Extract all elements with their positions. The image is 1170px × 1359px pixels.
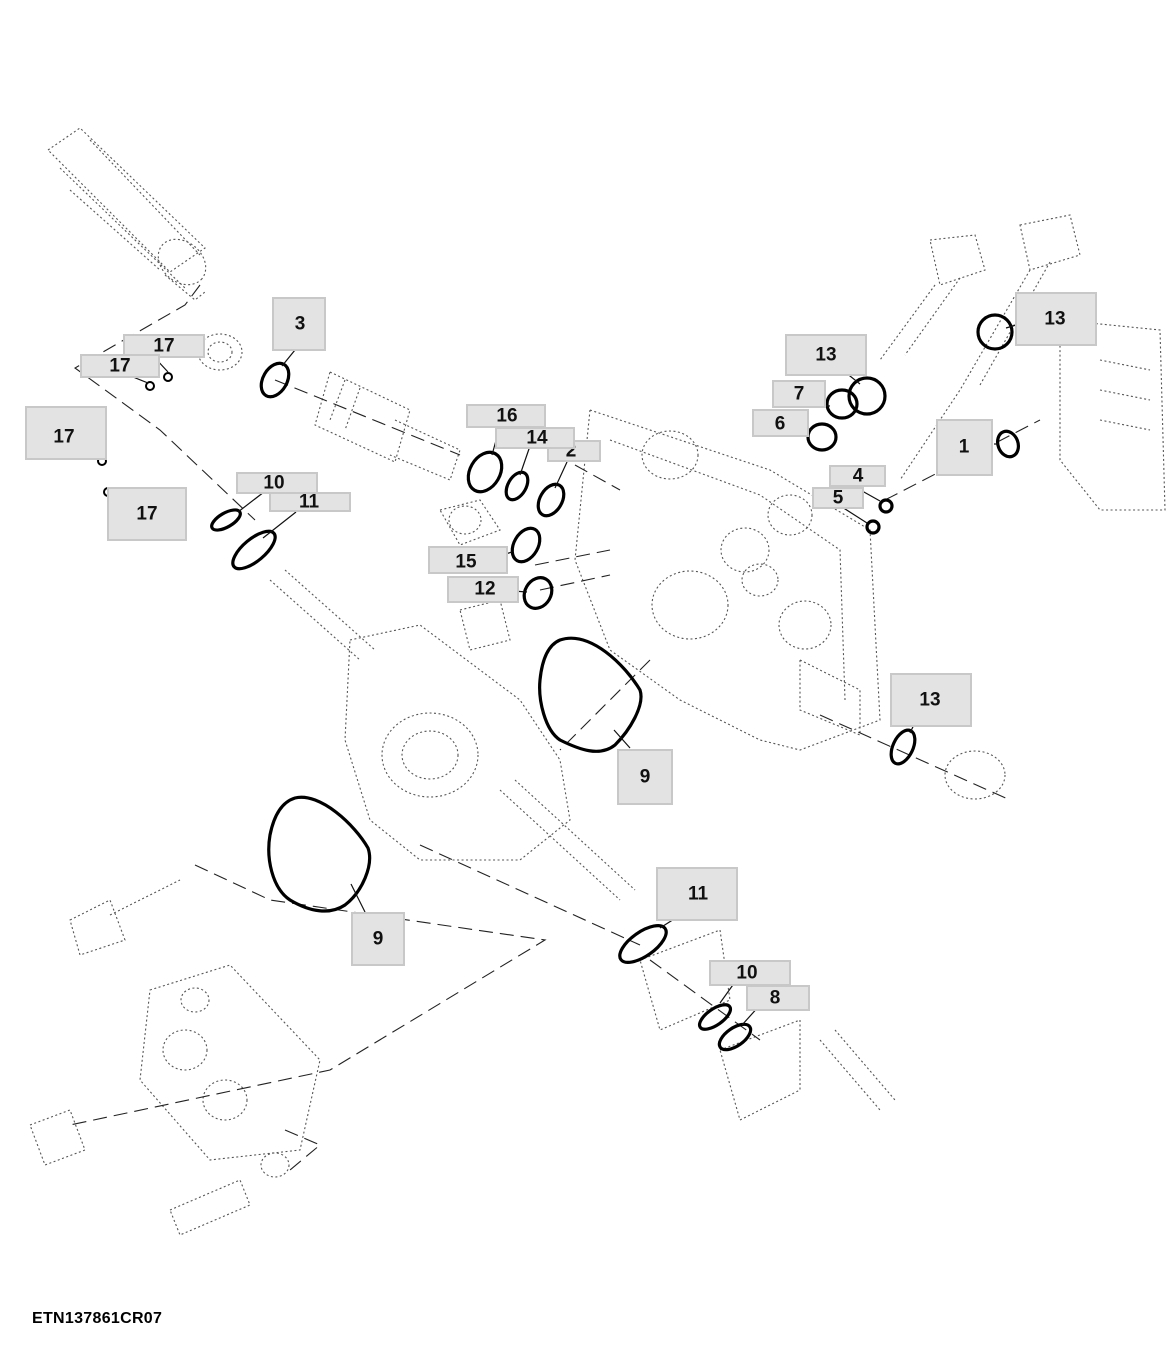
o-ring-8 — [717, 1022, 753, 1052]
callout-10-upper[interactable]: 10 — [236, 472, 318, 494]
callout-13-upper-right[interactable]: 13 — [1015, 292, 1097, 346]
ghost-hardware — [29, 127, 1166, 1236]
svg-text:14: 14 — [526, 428, 548, 449]
gasket-9-lower — [267, 795, 372, 913]
svg-text:9: 9 — [373, 929, 384, 950]
callout-17-second[interactable]: 17 — [80, 354, 160, 378]
o-ring-11-lower — [618, 924, 668, 964]
svg-text:15: 15 — [455, 552, 477, 573]
o-ring-1 — [996, 429, 1020, 459]
o-ring-13-lower — [889, 728, 917, 766]
svg-text:10: 10 — [736, 963, 757, 984]
seals — [97, 313, 1020, 1052]
callout-17-top[interactable]: 17 — [123, 334, 205, 358]
o-ring-17-small-b — [163, 372, 173, 382]
callout-5[interactable]: 5 — [812, 487, 864, 509]
callout-1[interactable]: 1 — [936, 419, 993, 476]
callouts: 1 2 3 4 5 6 7 8 — [25, 292, 1097, 1011]
o-ring-6 — [806, 422, 838, 452]
svg-text:5: 5 — [833, 488, 844, 509]
o-ring-13-upper-left — [847, 376, 887, 416]
assembly-centerlines — [69, 284, 1041, 1171]
o-ring-16 — [466, 450, 504, 494]
callout-12[interactable]: 12 — [447, 576, 519, 603]
callout-3[interactable]: 3 — [272, 297, 326, 351]
svg-text:17: 17 — [136, 504, 157, 525]
upper-right-fittings-outline — [879, 214, 1166, 511]
svg-text:8: 8 — [770, 988, 781, 1009]
svg-text:11: 11 — [299, 492, 320, 513]
callout-13-upper-left[interactable]: 13 — [785, 334, 867, 376]
svg-text:13: 13 — [1044, 309, 1065, 330]
callout-15[interactable]: 15 — [428, 546, 508, 574]
callout-16[interactable]: 16 — [466, 404, 546, 428]
svg-text:6: 6 — [775, 414, 786, 435]
o-ring-2 — [536, 482, 566, 518]
svg-text:1: 1 — [959, 437, 970, 458]
o-ring-17-small-a — [145, 381, 155, 391]
callout-11-lower[interactable]: 11 — [656, 867, 738, 921]
callout-9-lower[interactable]: 9 — [351, 912, 405, 966]
svg-text:4: 4 — [853, 466, 864, 487]
callout-10-lower[interactable]: 10 — [709, 960, 791, 986]
callout-8[interactable]: 8 — [746, 985, 810, 1011]
callout-11-upper[interactable]: 11 — [269, 492, 351, 513]
gasket-9-upper — [538, 636, 643, 753]
o-ring-15 — [510, 526, 542, 564]
o-ring-10-upper — [210, 508, 242, 532]
callout-9-upper[interactable]: 9 — [617, 749, 673, 805]
callout-7[interactable]: 7 — [772, 380, 826, 408]
svg-text:17: 17 — [53, 427, 74, 448]
svg-text:9: 9 — [640, 767, 651, 788]
o-ring-5 — [865, 519, 881, 535]
o-ring-10-lower — [697, 1003, 733, 1031]
o-ring-13-upper-right — [976, 313, 1014, 351]
lower-right-plate-outline — [639, 750, 1006, 1121]
o-ring-7 — [825, 388, 859, 420]
svg-text:13: 13 — [919, 690, 940, 711]
o-ring-11-upper — [231, 529, 277, 571]
callout-4[interactable]: 4 — [829, 465, 886, 487]
spool-body-outline — [197, 333, 461, 481]
o-ring-12 — [522, 576, 554, 610]
svg-text:13: 13 — [815, 345, 836, 366]
solenoid-cartridge-outline — [47, 127, 207, 301]
o-ring-14 — [504, 470, 530, 502]
pump-housing-outline — [269, 569, 636, 901]
callout-6[interactable]: 6 — [752, 409, 809, 437]
callout-13-lower[interactable]: 13 — [890, 673, 972, 727]
figure-code: ETN137861CR07 — [32, 1310, 163, 1327]
o-ring-4 — [878, 498, 894, 514]
svg-text:12: 12 — [474, 579, 495, 600]
svg-text:11: 11 — [688, 884, 709, 905]
callout-14[interactable]: 14 — [495, 427, 575, 449]
svg-text:3: 3 — [295, 314, 306, 335]
svg-text:2: 2 — [566, 441, 577, 462]
svg-text:17: 17 — [109, 356, 130, 377]
lower-left-cover-outline — [29, 879, 321, 1236]
callout-17-left[interactable]: 17 — [25, 406, 107, 460]
svg-text:7: 7 — [794, 384, 805, 405]
callout-17-bottom[interactable]: 17 — [107, 487, 187, 541]
svg-text:17: 17 — [153, 336, 174, 357]
svg-text:16: 16 — [496, 406, 517, 427]
svg-text:10: 10 — [263, 473, 284, 494]
